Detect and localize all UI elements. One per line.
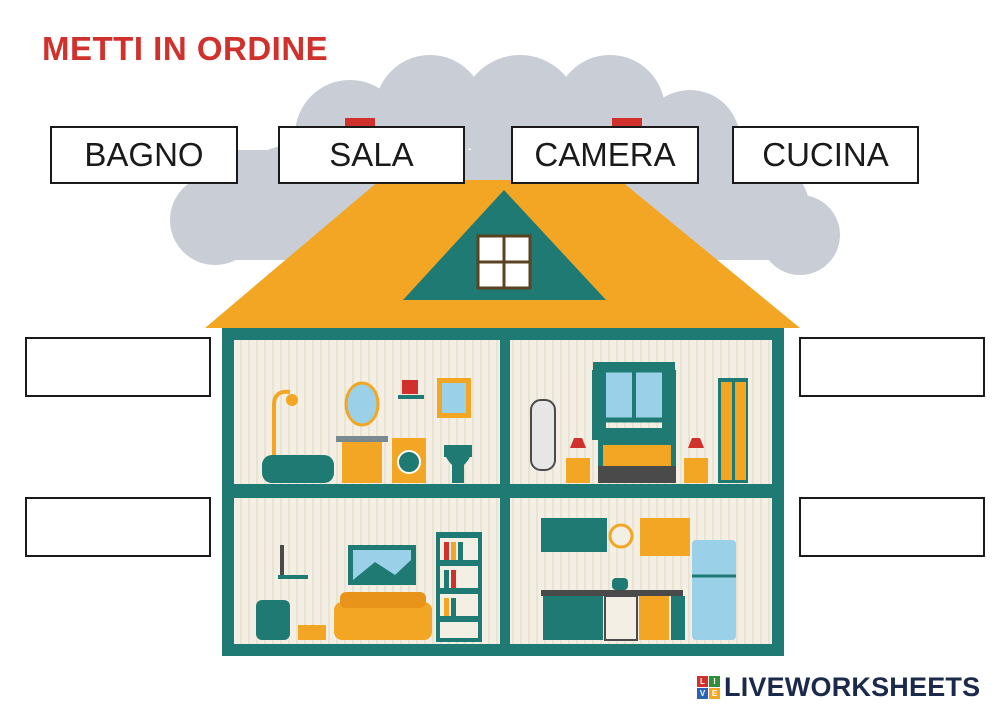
room-kitchen <box>541 518 736 641</box>
room-bathroom <box>262 378 472 483</box>
room-bedroom <box>530 362 748 483</box>
drop-slot-top-left[interactable] <box>25 337 211 397</box>
page-title: METTI IN ORDINE <box>42 30 329 67</box>
drop-slot-bottom-left[interactable] <box>25 497 211 557</box>
liveworksheets-logo: L I V E LIVEWORKSHEETS <box>697 672 980 703</box>
word-card-bagno[interactable]: BAGNO <box>50 126 238 184</box>
word-card-sala[interactable]: SALA <box>278 126 465 184</box>
word-card-camera[interactable]: CAMERA <box>511 126 699 184</box>
liveworksheets-logo-text: LIVEWORKSHEETS <box>724 672 981 702</box>
liveworksheets-logo-icon: L I V E <box>697 676 720 699</box>
word-card-cucina[interactable]: CUCINA <box>732 126 919 184</box>
drop-slot-top-right[interactable] <box>799 337 985 397</box>
room-living <box>256 532 482 642</box>
drop-slot-bottom-right[interactable] <box>799 497 985 557</box>
